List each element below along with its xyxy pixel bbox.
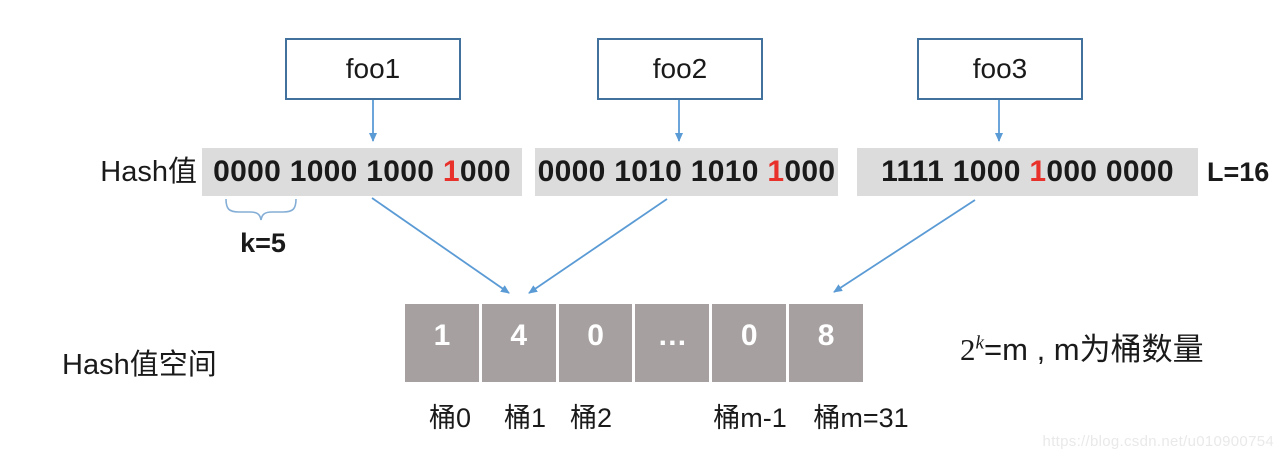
bucket-axis-label-1: 桶1 — [503, 403, 547, 433]
bucket-array: 1 4 0 … 0 8 — [405, 304, 863, 382]
hash-bar-1-prefix: 0000 1000 1000 — [213, 155, 443, 188]
node-foo2: foo2 — [597, 38, 763, 100]
hash-bar-3-suffix: 000 0000 — [1046, 155, 1174, 188]
node-foo2-label: foo2 — [652, 53, 708, 84]
bucket-cell-2: 0 — [558, 304, 633, 382]
node-foo1-label: foo1 — [345, 53, 401, 84]
k-prefix-label: k=5 — [240, 228, 286, 258]
bucket-axis-label-2: 桶2 — [569, 403, 613, 433]
k-prefix-brace — [225, 198, 297, 221]
node-foo1: foo1 — [285, 38, 461, 100]
formula-base: 2 — [960, 332, 976, 367]
hash-bar-2-red-digit: 1 — [767, 155, 785, 188]
hash-bar-2-suffix: 000 — [784, 155, 836, 188]
bucket-cell-m-1: 0 — [712, 304, 787, 382]
arrow-hash1-to-bucket1 — [371, 197, 510, 294]
bucket-axis-label-0: 桶0 — [428, 403, 472, 433]
bucket-axis-label-m: 桶m=31 — [813, 403, 909, 433]
hash-space-label: Hash值空间 — [62, 349, 217, 381]
hash-bar-3-prefix: 1111 1000 — [881, 155, 1030, 188]
arrow-hash3-to-bucket-m — [833, 199, 976, 293]
hash-bar-3-red-digit: 1 — [1029, 155, 1047, 188]
hash-value-label: Hash值 — [100, 156, 197, 188]
arrow-hash2-to-bucket1 — [528, 198, 668, 294]
bucket-count-formula: 2k=m , m为桶数量 — [960, 324, 1204, 369]
hash-bar-2-prefix: 0000 1010 1010 — [537, 155, 768, 188]
hash-bar-1-suffix: 000 — [459, 155, 511, 188]
node-foo3-label: foo3 — [972, 53, 1028, 84]
bucket-cell-m: 8 — [789, 304, 863, 382]
bucket-cell-1: 4 — [481, 304, 556, 382]
formula-exponent: k — [975, 332, 985, 354]
bit-length-label: L=16 — [1207, 157, 1270, 187]
bucket-cell-ellipsis: … — [635, 304, 710, 382]
formula-rest: =m , m为桶数量 — [984, 332, 1204, 367]
node-foo3: foo3 — [917, 38, 1083, 100]
bucket-axis-label-m-1: 桶m-1 — [713, 403, 787, 433]
bucket-cell-0: 1 — [405, 304, 479, 382]
watermark: https://blog.csdn.net/u010900754 — [1042, 433, 1274, 450]
hash-bar-1-red-digit: 1 — [442, 155, 460, 188]
